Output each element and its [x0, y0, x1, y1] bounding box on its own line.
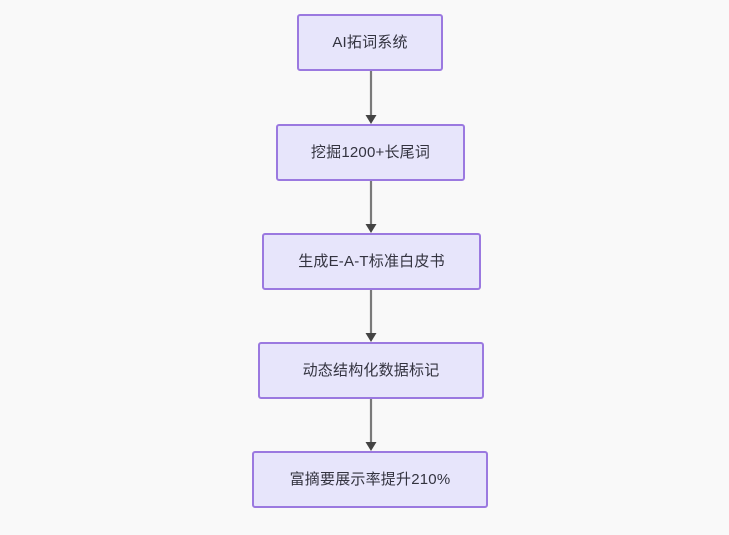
edge-n4-to-n5	[365, 399, 377, 451]
node-label: 生成E-A-T标准白皮书	[298, 253, 445, 270]
flowchart-node-n4[interactable]: 动态结构化数据标记	[258, 342, 484, 399]
node-label: 富摘要展示率提升210%	[289, 471, 451, 488]
flowchart-node-n5[interactable]: 富摘要展示率提升210%	[252, 451, 488, 508]
node-label: AI拓词系统	[332, 34, 408, 51]
edge-n3-to-n4	[365, 290, 377, 342]
node-label: 动态结构化数据标记	[302, 362, 440, 379]
flowchart-node-n2[interactable]: 挖掘1200+长尾词	[276, 124, 465, 181]
edge-n2-to-n3	[365, 181, 377, 233]
node-label: 挖掘1200+长尾词	[310, 144, 431, 161]
flowchart-node-n3[interactable]: 生成E-A-T标准白皮书	[262, 233, 481, 290]
edge-n1-to-n2	[365, 71, 377, 124]
flowchart-node-n1[interactable]: AI拓词系统	[297, 14, 443, 71]
